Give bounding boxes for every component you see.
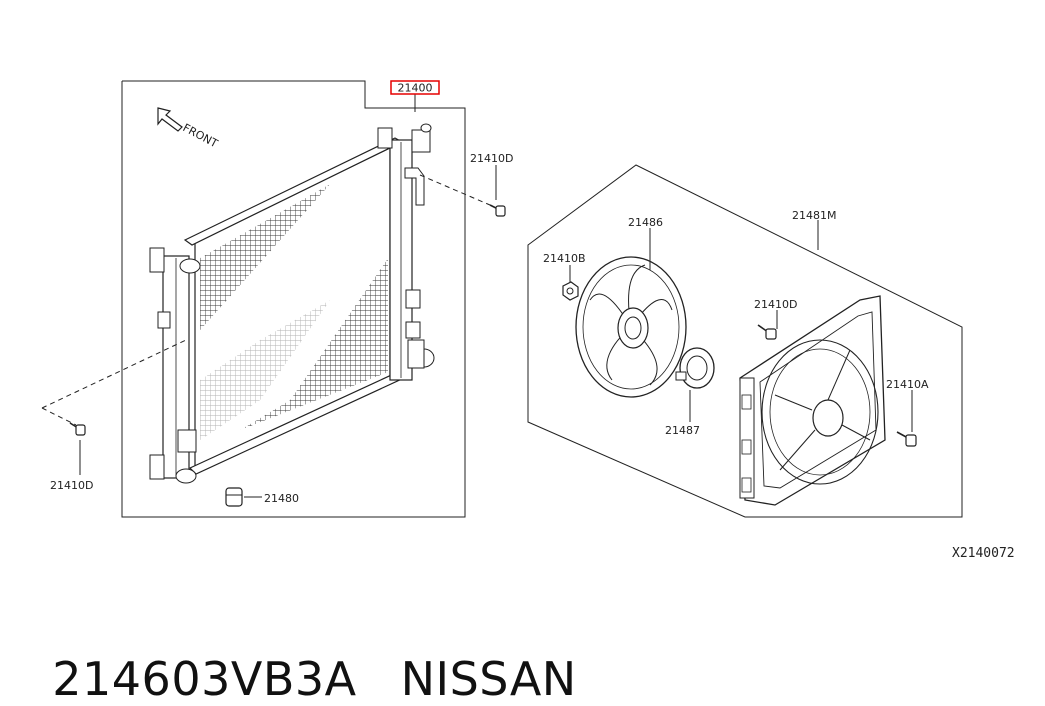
callout-21481M[interactable]: 21481M bbox=[792, 209, 836, 222]
fan-motor bbox=[675, 347, 715, 389]
callout-21486[interactable]: 21486 bbox=[628, 216, 663, 229]
brand-name: NISSAN bbox=[400, 652, 577, 706]
callout-21487[interactable]: 21487 bbox=[665, 424, 700, 437]
leader-lines bbox=[569, 220, 913, 432]
reference-code: X2140072 bbox=[952, 546, 1015, 561]
parts-diagram: FRONT bbox=[41, 80, 1015, 561]
front-label: FRONT bbox=[181, 121, 221, 150]
callout-21410A[interactable]: 21410A bbox=[886, 378, 929, 391]
radiator bbox=[149, 123, 435, 484]
callout-21410D-shroud[interactable]: 21410D bbox=[754, 298, 797, 311]
callout-21410D-left[interactable]: 21410D bbox=[50, 479, 93, 492]
fan-blade bbox=[575, 256, 687, 398]
bolt-icon bbox=[896, 431, 917, 447]
part-number: 214603VB3A bbox=[52, 652, 357, 706]
part-footer: 214603VB3A NISSAN bbox=[22, 598, 577, 706]
callout-21400[interactable]: 21400 bbox=[398, 82, 433, 95]
front-arrow-icon bbox=[157, 107, 183, 132]
radiator-cap-icon bbox=[225, 487, 243, 507]
bolt-icon bbox=[69, 422, 86, 436]
bolt-icon bbox=[757, 324, 777, 340]
fan-shroud-panel: 21481M 21486 21410B 21410D 21410A 21487 bbox=[527, 164, 963, 518]
fan-shroud bbox=[739, 295, 886, 506]
nut-icon bbox=[562, 281, 579, 301]
radiator-panel: FRONT bbox=[41, 80, 513, 518]
callout-21410B[interactable]: 21410B bbox=[543, 252, 586, 265]
leader-lines bbox=[41, 94, 497, 498]
bolt-icon bbox=[489, 204, 506, 217]
callout-21480[interactable]: 21480 bbox=[264, 492, 299, 505]
highlight-box bbox=[390, 80, 440, 95]
callout-21410D-top[interactable]: 21410D bbox=[470, 152, 513, 165]
